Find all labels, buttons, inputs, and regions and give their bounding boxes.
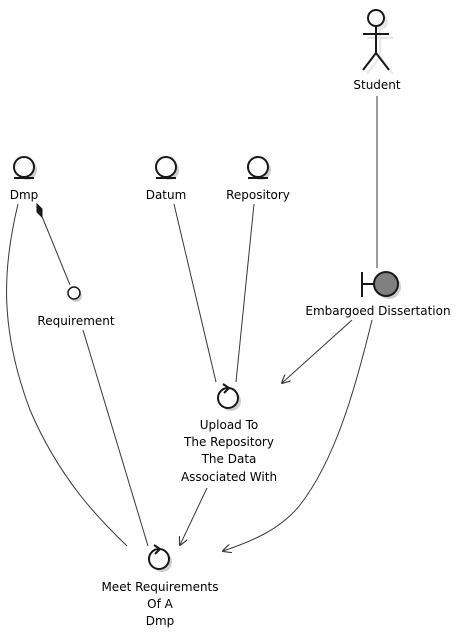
- edge-upload-meet-arrow: [180, 487, 208, 545]
- entity-requirement-label: Requirement: [37, 314, 114, 328]
- edge-embargoed-upload-arrow: [282, 319, 353, 383]
- edges: [6, 96, 378, 551]
- control-meet-requirements-icon: [148, 548, 170, 570]
- entity-repository-label: Repository: [226, 188, 290, 202]
- control-meet-label-line-2: Of A: [147, 597, 173, 611]
- boundary-circle-icon: [373, 271, 399, 297]
- control-upload[interactable]: Upload To The Repository The Data Associ…: [181, 383, 277, 484]
- control-upload-label-line-2: The Repository: [183, 435, 274, 449]
- entity-dmp-label: Dmp: [10, 188, 39, 202]
- edge-dmp-meet-requirements: [6, 203, 128, 547]
- entity-requirement[interactable]: Requirement: [37, 286, 115, 328]
- entity-requirement-icon: [67, 286, 81, 300]
- control-meet-label-line-3: Dmp: [146, 614, 175, 628]
- edge-datum-upload: [173, 203, 217, 383]
- entity-dmp[interactable]: Dmp: [10, 156, 39, 202]
- edge-requirement-meet-requirements: [82, 329, 149, 547]
- control-upload-label-line-1: Upload To: [200, 418, 259, 432]
- entity-repository[interactable]: Repository: [226, 156, 290, 202]
- entity-datum-icon: [155, 156, 177, 178]
- control-upload-icon: [217, 387, 239, 409]
- actor-student[interactable]: Student: [353, 9, 401, 92]
- actor-head-icon: [367, 9, 385, 27]
- boundary-embargoed-dissertation-label: Embargoed Dissertation: [305, 304, 450, 318]
- boundary-embargoed-dissertation[interactable]: Embargoed Dissertation: [305, 271, 451, 318]
- control-upload-label-line-3: The Data: [201, 452, 257, 466]
- entity-datum-label: Datum: [146, 188, 187, 202]
- control-meet-requirements[interactable]: Meet Requirements Of A Dmp: [101, 544, 219, 628]
- actor-student-label: Student: [353, 78, 401, 92]
- edge-dmp-requirement-composition: [40, 213, 71, 286]
- edge-embargoed-meet-arrow: [223, 319, 373, 551]
- composition-diamond: [36, 202, 43, 219]
- entity-datum[interactable]: Datum: [146, 156, 187, 202]
- edge-repository-upload: [235, 203, 255, 383]
- actor-body-icon: [362, 26, 390, 71]
- control-upload-label-line-4: Associated With: [181, 470, 277, 484]
- entity-dmp-icon: [13, 156, 35, 178]
- entity-repository-icon: [247, 156, 269, 178]
- control-meet-label-line-1: Meet Requirements: [101, 580, 218, 594]
